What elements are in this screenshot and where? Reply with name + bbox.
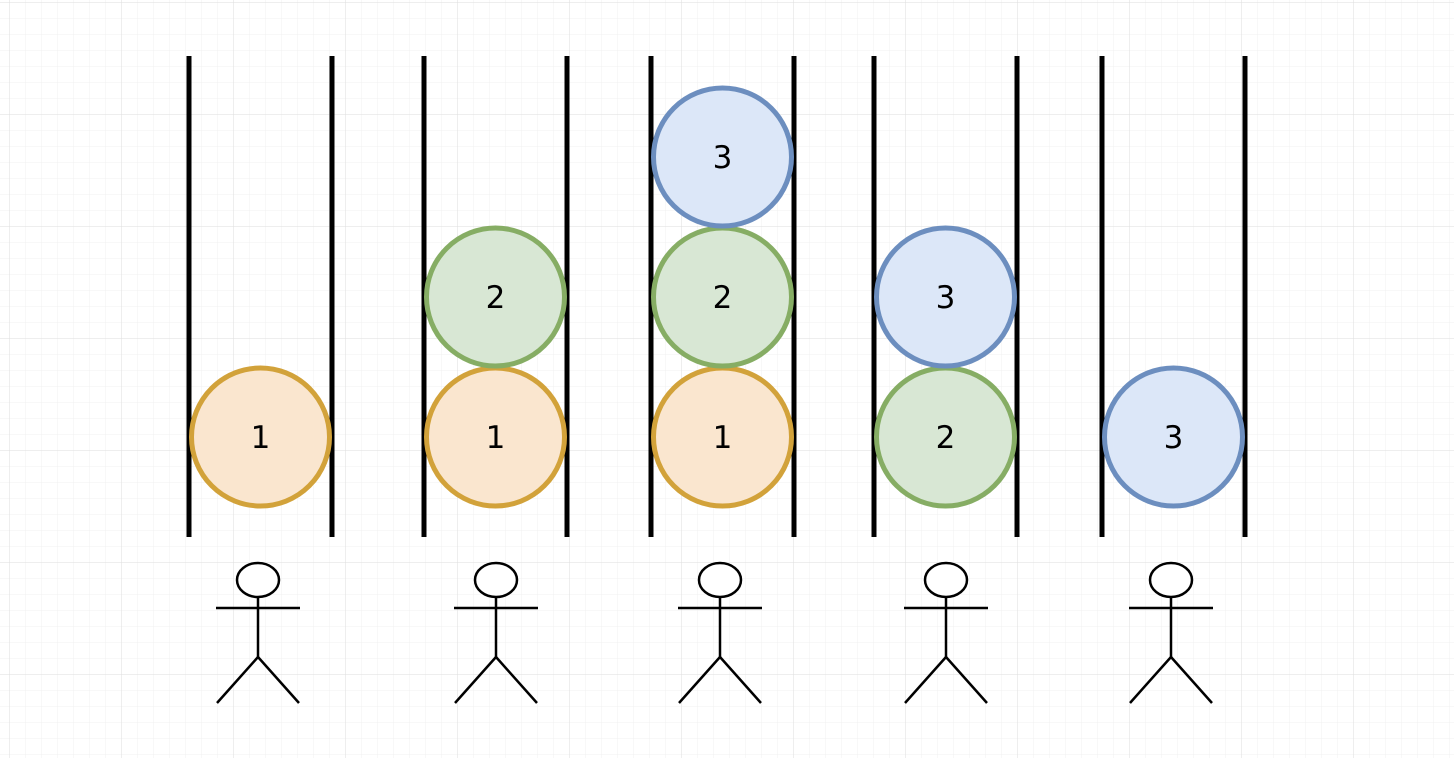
- stick-figure-icon: [216, 561, 300, 704]
- ball: 1: [189, 365, 332, 509]
- ball-label: 2: [936, 420, 956, 456]
- ball: 2: [424, 225, 567, 369]
- ball-circle: [874, 225, 1017, 369]
- ball: 3: [874, 225, 1017, 369]
- ball: 1: [424, 365, 567, 509]
- stick-figure-icon: [678, 561, 762, 704]
- stack-column: 1 2 3: [648, 56, 797, 537]
- ball-label: 1: [713, 420, 733, 456]
- ball: 2: [651, 225, 794, 369]
- ball-circle: [424, 225, 567, 369]
- stick-figure-icon: [904, 561, 988, 704]
- ball-label: 1: [251, 420, 271, 456]
- ball-circle: [189, 365, 332, 509]
- ball: 3: [1102, 365, 1245, 509]
- ball-label: 2: [713, 280, 733, 316]
- ball-label: 3: [713, 140, 733, 176]
- stack-column: 23: [871, 56, 1020, 537]
- ball-label: 3: [1164, 420, 1184, 456]
- ball-label: 1: [486, 420, 506, 456]
- ball-label: 2: [486, 280, 506, 316]
- ball-circle: [651, 85, 794, 229]
- ball-label: 3: [936, 280, 956, 316]
- stick-figure-icon: [454, 561, 538, 704]
- ball: 2: [874, 365, 1017, 509]
- ball: 3: [651, 85, 794, 229]
- stack-column: 1: [186, 56, 335, 537]
- actors-layer: [216, 561, 1213, 704]
- stick-figure-icon: [1129, 561, 1213, 704]
- ball: 1: [651, 365, 794, 509]
- ball-circle: [1102, 365, 1245, 509]
- stack-column: 3: [1099, 56, 1248, 537]
- stack-column: 12: [421, 56, 570, 537]
